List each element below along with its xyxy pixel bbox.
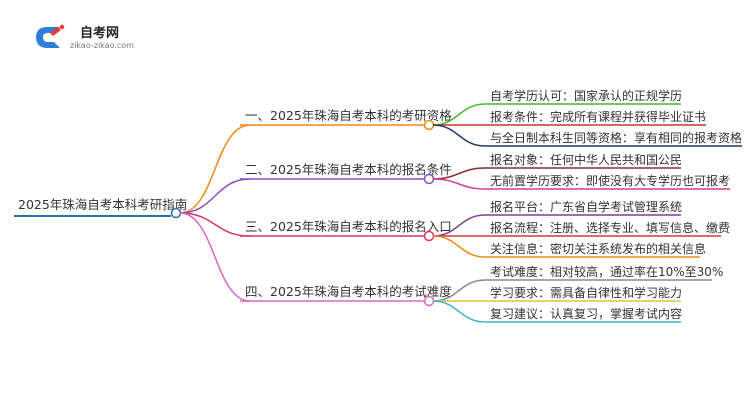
- branch-1-label: 一、2025年珠海自考本科的考研资格: [245, 108, 452, 123]
- branch-3-leaf-2[interactable]: 报名流程：注册、选择专业、填写信息、缴费: [433, 220, 730, 237]
- branch-1[interactable]: 一、2025年珠海自考本科的考研资格: [179, 108, 452, 214]
- logo-subtitle: zikao-zikao.com: [70, 41, 134, 50]
- branch-2-connector: [179, 178, 251, 214]
- leaf-label: 考试难度：相对较高，通过率在10%至30%: [490, 264, 723, 279]
- branch-4-collapse-toggle[interactable]: [423, 295, 435, 307]
- logo-title: 自考网: [80, 25, 119, 41]
- branch-4-label: 四、2025年珠海自考本科的考试难度: [245, 284, 452, 299]
- branch-2[interactable]: 二、2025年珠海自考本科的报名条件: [179, 162, 452, 214]
- site-logo[interactable]: 自考网 zikao-zikao.com: [36, 24, 134, 50]
- branch-1-leaf-2[interactable]: 报考条件：完成所有课程并获得毕业证书: [432, 109, 706, 126]
- leaf-label: 自考学历认可：国家承认的正规学历: [490, 88, 682, 103]
- leaf-label: 报名流程：注册、选择专业、填写信息、缴费: [490, 220, 730, 235]
- branch-4-connector: [179, 212, 251, 302]
- root-collapse-toggle[interactable]: [170, 207, 182, 219]
- root-node[interactable]: 2025年珠海自考本科考研指南: [14, 197, 187, 219]
- leaf-label: 学习要求：需具备自律性和学习能力: [490, 285, 682, 300]
- branch-3-leaf-3[interactable]: 关注信息：密切关注系统发布的相关信息: [432, 235, 706, 258]
- leaf-label: 复习建议：认真复习，掌握考试内容: [490, 306, 682, 321]
- leaf-label: 与全日制本科生同等资格：享有相同的报考资格: [490, 130, 742, 145]
- leaf-label: 无前置学历要求：即使没有大专学历也可报考: [490, 173, 730, 188]
- branch-4-leaf-1[interactable]: 考试难度：相对较高，通过率在10%至30%: [432, 264, 723, 302]
- leaf-label: 关注信息：密切关注系统发布的相关信息: [490, 241, 706, 256]
- logo-icon: [36, 24, 65, 48]
- leaf-label: 报名平台：广东省自学考试管理系统: [490, 199, 682, 214]
- branch-4-leaf-3[interactable]: 复习建议：认真复习，掌握考试内容: [432, 300, 682, 323]
- branch-1-collapse-toggle[interactable]: [423, 119, 435, 131]
- branch-1-leaf-3[interactable]: 与全日制本科生同等资格：享有相同的报考资格: [432, 124, 742, 147]
- leaf-label: 报名对象：任何中华人民共和国公民: [490, 152, 682, 167]
- branch-1-connector: [179, 124, 251, 214]
- root-label: 2025年珠海自考本科考研指南: [18, 197, 187, 212]
- branch-3[interactable]: 三、2025年珠海自考本科的报名入口: [179, 212, 452, 242]
- branch-4[interactable]: 四、2025年珠海自考本科的考试难度: [179, 212, 452, 307]
- branch-3-collapse-toggle[interactable]: [423, 230, 435, 242]
- leaf-label: 报考条件：完成所有课程并获得毕业证书: [490, 109, 706, 124]
- branch-2-label: 二、2025年珠海自考本科的报名条件: [245, 162, 452, 177]
- branch-2-leaf-2[interactable]: 无前置学历要求：即使没有大专学历也可报考: [432, 173, 730, 190]
- branch-2-collapse-toggle[interactable]: [423, 173, 435, 185]
- branch-3-label: 三、2025年珠海自考本科的报名入口: [245, 219, 452, 234]
- branch-4-leaf-2[interactable]: 学习要求：需具备自律性和学习能力: [432, 285, 682, 302]
